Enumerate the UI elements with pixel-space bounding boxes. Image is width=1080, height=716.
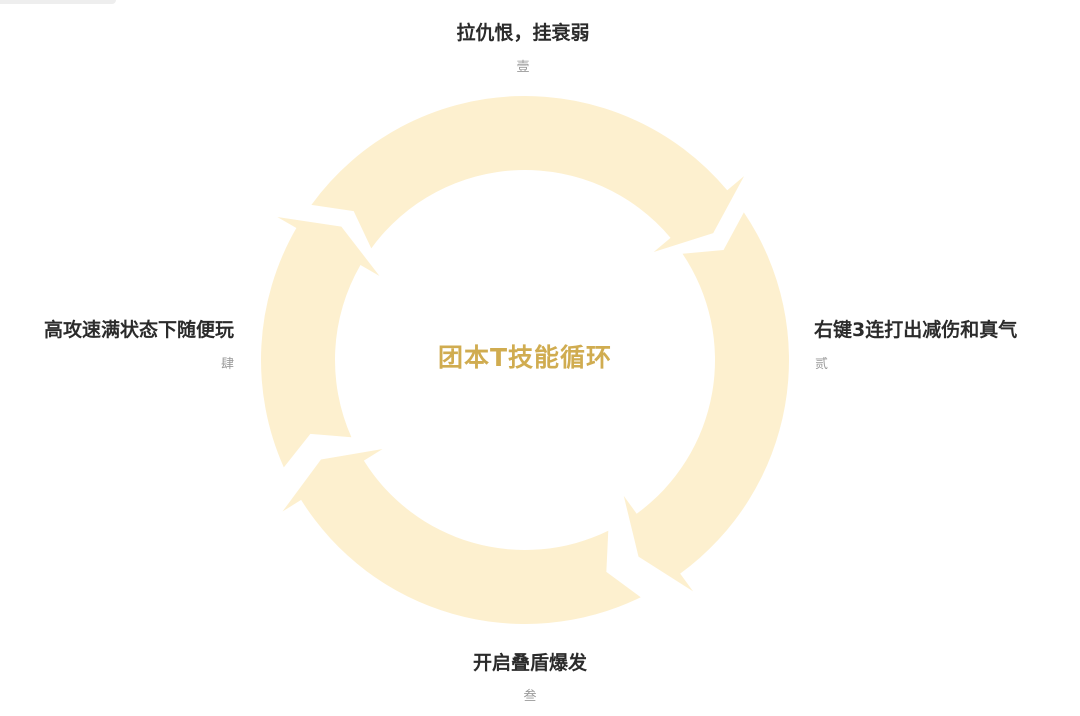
- ring-segment-3: [282, 449, 641, 624]
- step-3-title: 开启叠盾爆发: [472, 652, 587, 674]
- step-4-number: 肆: [220, 357, 234, 372]
- step-2-number: 贰: [815, 357, 829, 372]
- step-3-number: 叁: [523, 689, 537, 704]
- corner-shade: [0, 0, 116, 4]
- ring-segment-2: [623, 212, 789, 592]
- step-2-title: 右键3连打出减伤和真气: [814, 319, 1018, 341]
- step-4-title: 高攻速满状态下随便玩: [43, 319, 234, 341]
- ring-segment-4: [261, 217, 380, 468]
- ring-segment-1: [311, 96, 745, 253]
- step-1-number: 壹: [516, 60, 530, 75]
- diagram-title: 团本T技能循环: [437, 343, 613, 372]
- step-1-title: 拉仇恨，挂衰弱: [456, 22, 590, 44]
